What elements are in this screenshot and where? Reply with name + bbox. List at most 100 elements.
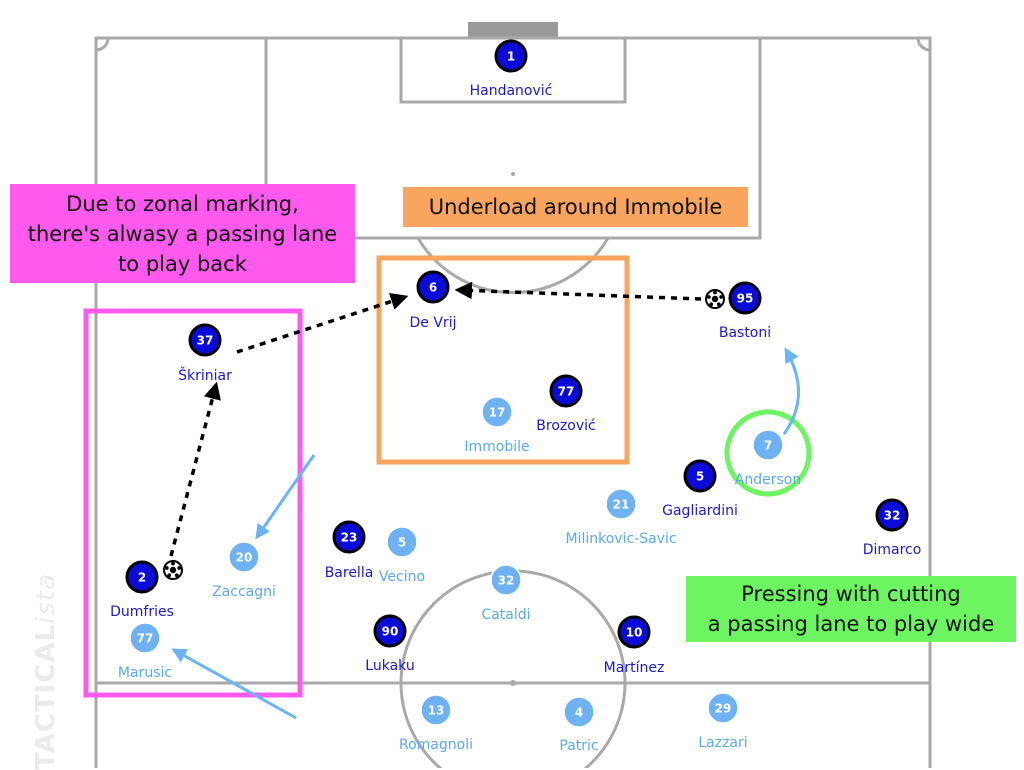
pressing-ring: [724, 409, 812, 497]
player-number: 20: [236, 551, 253, 565]
player-number: 13: [428, 704, 445, 718]
player-marker: [129, 622, 161, 654]
player-marker: [420, 694, 452, 726]
player-marker: [481, 396, 513, 428]
player-marker: [386, 526, 418, 558]
player-marker: [563, 696, 595, 728]
player-number: 21: [613, 498, 630, 512]
player-name: Handanović: [470, 83, 553, 99]
player-name: De Vrij: [410, 315, 457, 331]
touchline-top: [94, 36, 932, 768]
player-name: Zaccagni: [212, 584, 276, 600]
player-number: 77: [137, 632, 154, 646]
soccer-ball-icon: [705, 289, 725, 309]
pass-arrow-bastoni-devrij: [454, 281, 702, 301]
player-name: Barella: [325, 565, 374, 581]
player-number: 2: [138, 571, 146, 585]
centre-spot: [510, 680, 516, 686]
player-marker: [752, 429, 784, 461]
player-number: 37: [197, 334, 214, 348]
player-name: Anderson: [735, 472, 801, 488]
player-name: Dumfries: [110, 604, 174, 620]
player-name: Romagnoli: [399, 737, 473, 753]
player-name: Vecino: [379, 569, 425, 585]
zonal-note-line-2: there's alwasy a passing lane: [27, 221, 338, 246]
player-marker: [875, 498, 909, 532]
player-number: 6: [429, 281, 437, 295]
player-number: 23: [341, 531, 358, 545]
player-number: 32: [498, 574, 515, 588]
soccer-ball-icon: [163, 560, 183, 580]
player-marker: [728, 281, 762, 315]
player-number: 5: [696, 470, 704, 484]
zonal-note-line-3: to play back: [118, 251, 247, 276]
zonal-note-line-1: Due to zonal marking,: [66, 191, 299, 216]
zonal-marking-note: Due to zonal marking, there's alwasy a p…: [10, 184, 355, 283]
zonal-marking-box: [83, 308, 303, 698]
player-marker: [490, 564, 522, 596]
player-marker: [683, 459, 717, 493]
player-name: Bastoni: [719, 325, 771, 341]
player-name: Dimarco: [863, 542, 922, 558]
player-number: 7: [764, 439, 772, 453]
player-marker: [549, 374, 583, 408]
underload-note-text: Underload around Immobile: [428, 195, 723, 219]
player-number: 32: [884, 509, 901, 523]
pass-arrow-dumfries-skriniar: [169, 381, 221, 557]
player-marker: [707, 692, 739, 724]
player-marker: [188, 323, 222, 357]
player-name: Škriniar: [178, 366, 232, 384]
player-marker: [494, 39, 528, 73]
player-name: Marusic: [118, 665, 172, 681]
watermark-italic: ista: [31, 572, 61, 624]
watermark-bold: TACTICAL: [31, 623, 61, 770]
player-name: Gagliardini: [662, 503, 738, 519]
pitch-lines: [94, 22, 932, 768]
player-number: 1: [507, 50, 515, 64]
pressing-note: Pressing with cutting a passing lane to …: [686, 576, 1016, 642]
player-number: 95: [737, 292, 754, 306]
player-marker: [125, 560, 159, 594]
player-name: Milinkovic-Savic: [565, 531, 676, 547]
player-marker: [228, 541, 260, 573]
player-name: Brozović: [536, 418, 595, 434]
player-marker: [332, 520, 366, 554]
player-number: 10: [626, 626, 643, 640]
pass-arrow-skriniar-devrij: [236, 293, 409, 354]
player-number: 29: [715, 702, 732, 716]
player-marker: [373, 614, 407, 648]
pressing-note-line-2: a passing lane to play wide: [707, 612, 995, 636]
player-name: Patric: [559, 738, 598, 754]
arrows: [169, 281, 800, 720]
run-arrow-marusic: [171, 648, 297, 720]
underload-box: [376, 255, 630, 465]
player-name: Martínez: [604, 660, 665, 676]
player-name: Cataldi: [481, 607, 530, 623]
underload-note: Underload around Immobile: [403, 187, 748, 227]
six-yard-box: [399, 36, 627, 104]
player-marker: [617, 615, 651, 649]
penalty-spot: [511, 172, 515, 176]
player-marker: [416, 270, 450, 304]
run-arrow-anderson: [782, 347, 800, 435]
pressing-note-line-1: Pressing with cutting: [741, 582, 961, 606]
